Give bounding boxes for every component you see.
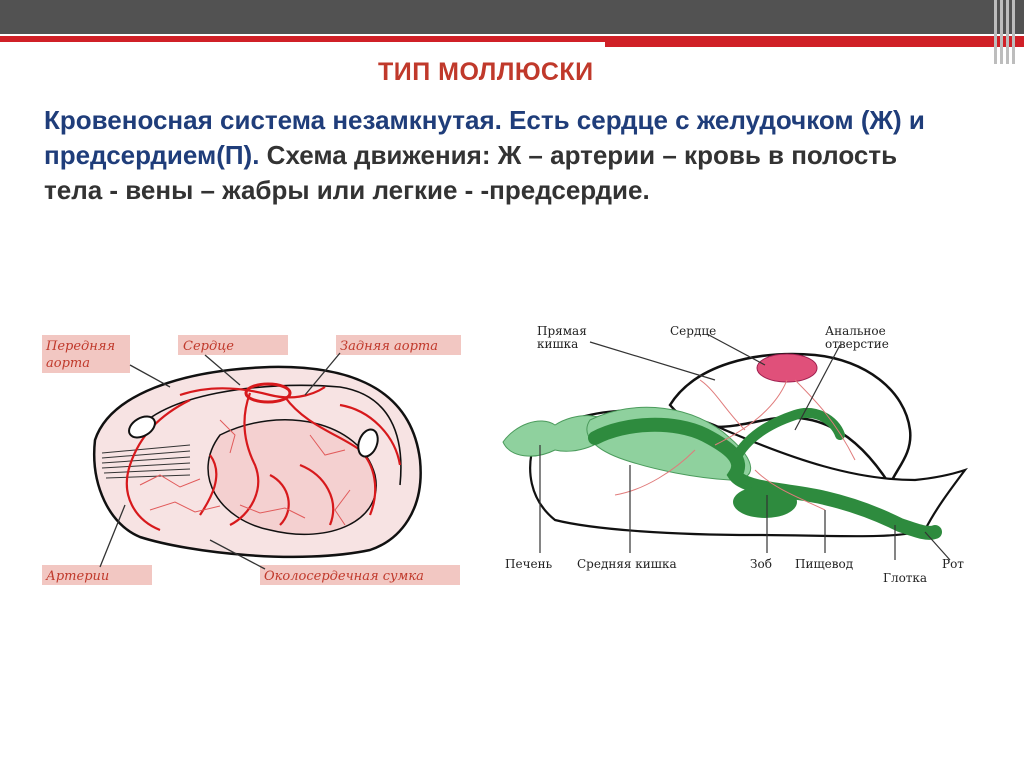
- corner-stripes: [994, 0, 1020, 64]
- fine-vessels: [139, 419, 351, 526]
- slide-text: Кровеносная система незамкнутая. Есть се…: [44, 103, 944, 208]
- label-box-rear-aorta: [336, 335, 461, 355]
- label-crop: Зоб: [750, 557, 772, 571]
- label-arteries: Артерии: [45, 569, 109, 584]
- label-front-aorta-2: аорта: [46, 356, 90, 371]
- label-rear-aorta: Задняя аорта: [340, 339, 438, 354]
- label-anal-1: Анальное: [825, 324, 886, 338]
- pharynx-shape: [733, 486, 797, 518]
- label-anal-2: отверстие: [825, 337, 889, 351]
- leader-lines: [99, 352, 341, 570]
- rear-adductor: [357, 428, 379, 458]
- shell-outline: [668, 352, 912, 488]
- front-adductor: [128, 415, 156, 439]
- heart-shape: [756, 353, 818, 383]
- heart-shape: [244, 382, 292, 404]
- accent-line: [0, 36, 1024, 42]
- bivalve-circulation-diagram: Передняя аорта Сердце Задняя аорта Артер…: [42, 335, 461, 585]
- label-rectum-1: Прямая: [537, 324, 587, 338]
- label-box-heart: [178, 335, 288, 355]
- gut-tract: [588, 417, 942, 540]
- label-pharynx: Глотка: [883, 571, 927, 585]
- slide-title: ТИП МОЛЛЮСКИ: [378, 58, 594, 86]
- label-mouth: Рот: [942, 557, 964, 571]
- label-rectum-2: кишка: [537, 337, 578, 351]
- label-box-front-aorta: [42, 335, 130, 373]
- shell-inner: [134, 384, 402, 486]
- label-heart: Сердце: [183, 339, 234, 354]
- label-heart: Сердце: [670, 324, 716, 338]
- vessel-lines: [614, 379, 856, 511]
- slide-text-dark: Схема движения: Ж – артерии – кровь в по…: [44, 140, 898, 205]
- leader-lines: [539, 333, 951, 561]
- label-midgut: Средняя кишка: [577, 557, 677, 571]
- label-box-arteries: [42, 565, 152, 585]
- label-esophagus: Пищевод: [795, 557, 853, 571]
- slide-text-blue: Кровеносная система незамкнутая. Есть се…: [44, 105, 925, 170]
- label-front-aorta-1: Передняя: [45, 339, 115, 354]
- top-bar: [0, 0, 1024, 34]
- label-box-pericardium: [260, 565, 460, 585]
- rectum-tract: [730, 408, 845, 465]
- gastropod-digestion-diagram: Прямая кишка Сердце Анальное отверстие П…: [502, 324, 968, 585]
- gill-lines: [101, 444, 191, 479]
- label-liver: Печень: [505, 557, 553, 571]
- accent-line-secondary: [605, 42, 1024, 47]
- label-pericardium: Околосердечная сумка: [264, 569, 424, 584]
